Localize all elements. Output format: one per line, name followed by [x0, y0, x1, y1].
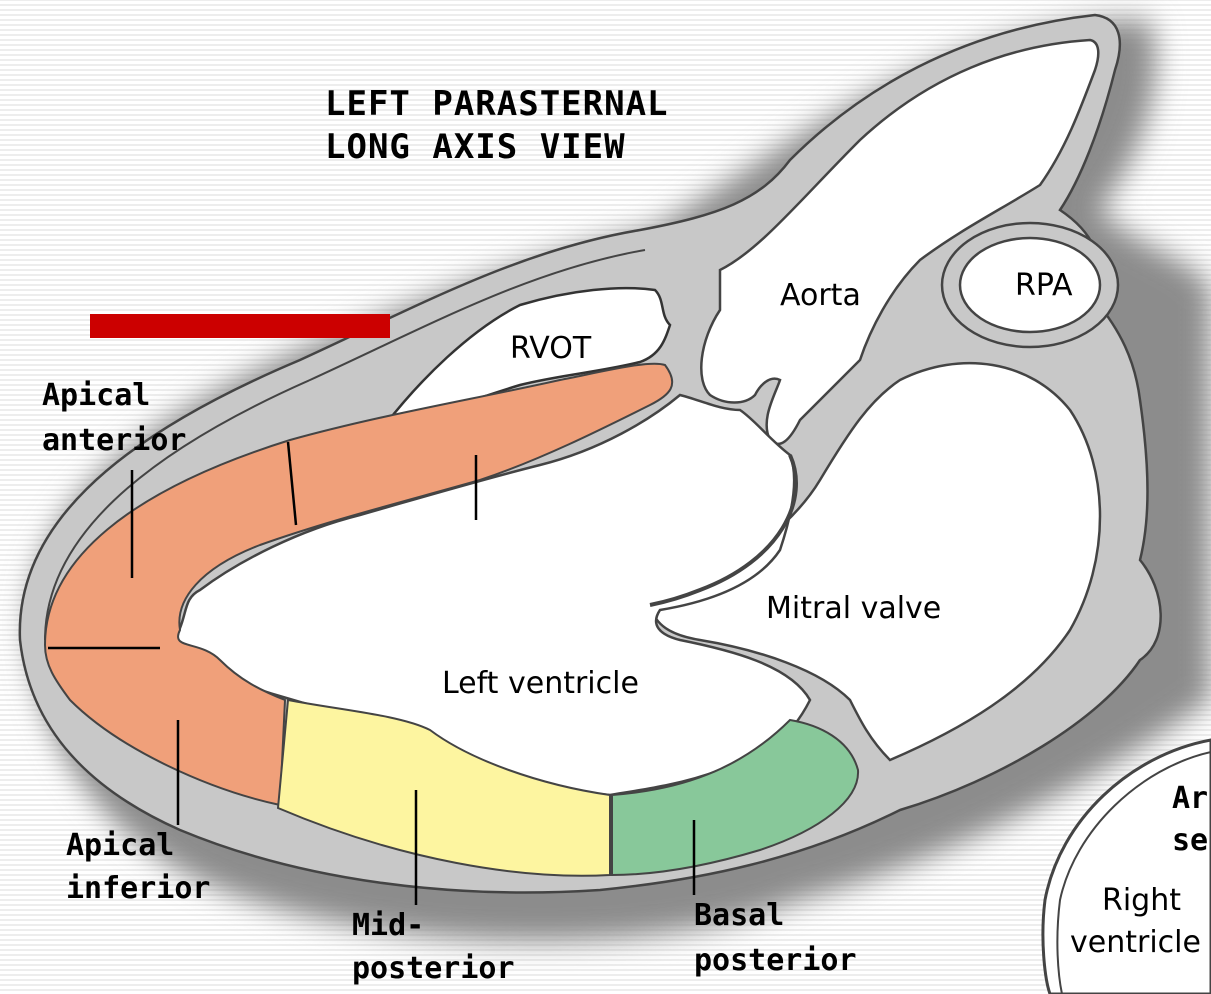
label-apical-anterior-2: anterior [42, 423, 187, 458]
label-right-ventricle-1: Right [1102, 883, 1181, 918]
label-rvot: RVOT [510, 331, 592, 366]
label-mid-posterior-1: Mid- [352, 908, 424, 943]
label-aorta: Aorta [780, 278, 861, 313]
label-basal-posterior-1: Basal [694, 898, 784, 933]
view-title-line-2: LONG AXIS VIEW [325, 127, 626, 167]
label-left-ventricle: Left ventricle [442, 666, 639, 701]
label-rpa: RPA [1015, 268, 1073, 303]
label-mitral-valve: Mitral valve [766, 591, 941, 626]
label-right-ventricle-2: ventricle [1070, 925, 1201, 960]
label-mid-posterior-2: posterior [352, 951, 515, 986]
label-apical-inferior-1: Apical [66, 828, 174, 863]
view-title-line-1: LEFT PARASTERNAL [325, 84, 669, 124]
label-basal-posterior-2: posterior [694, 943, 857, 978]
label-apical-inferior-2: inferior [66, 871, 211, 906]
label-apical-anterior-1: Apical [42, 378, 150, 413]
red-marker-bar [90, 314, 390, 338]
label-cutoff-bold-1: Ar [1172, 781, 1208, 816]
label-cutoff-bold-2: se [1172, 823, 1208, 858]
